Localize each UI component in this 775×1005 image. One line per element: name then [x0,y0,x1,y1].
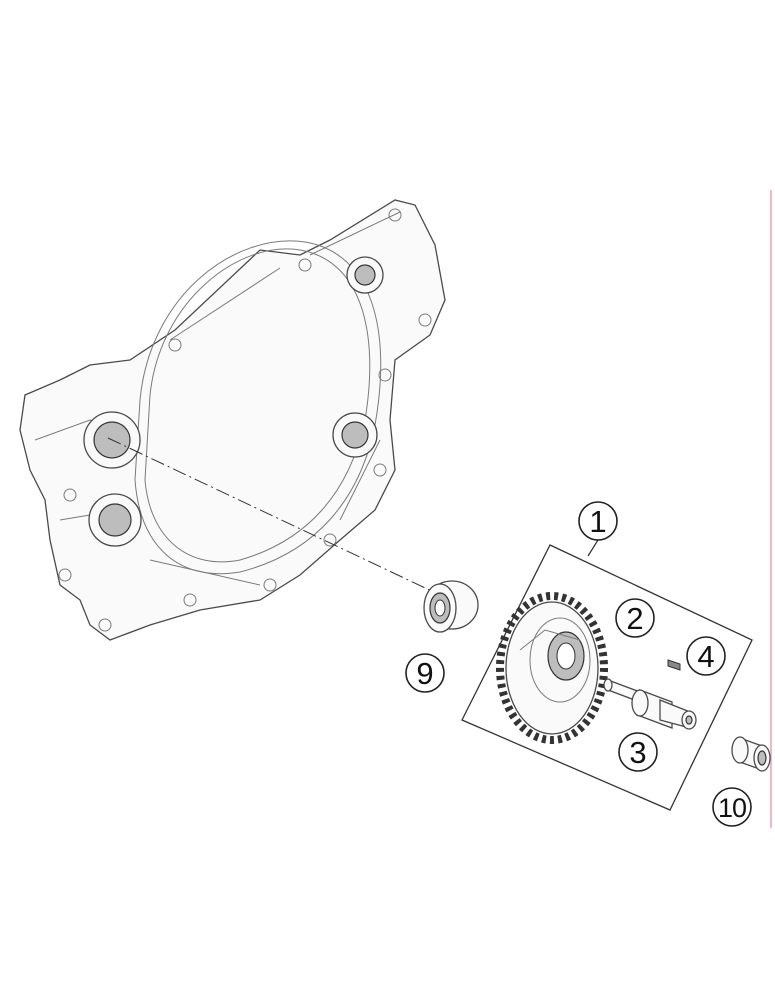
bearing-part [423,580,479,633]
callout-4: 4 [686,636,726,676]
callout-label-9: 9 [416,656,433,691]
callout-2: 2 [615,598,655,638]
key-part [667,659,681,671]
callout-label-2: 2 [626,601,643,636]
shaft-part [603,678,697,730]
callout-9: 9 [405,653,445,693]
callout-10: 10 [712,787,752,827]
callout-1: 1 [578,501,618,557]
bushing-part [731,736,771,772]
callout-label-3: 3 [629,735,646,770]
engine-case-cover [19,199,446,641]
callout-3: 3 [618,732,658,772]
callout-label-1: 1 [589,504,606,539]
callout-label-4: 4 [697,639,714,674]
callout-label-10: 10 [718,793,746,823]
kit-outline-box [461,544,753,811]
assembly-axis-line [107,437,441,596]
gear-part [496,592,608,744]
